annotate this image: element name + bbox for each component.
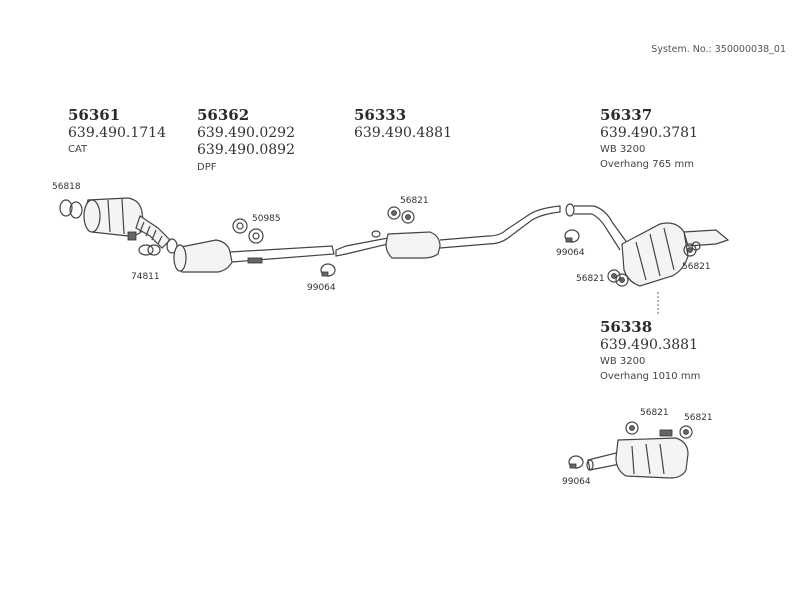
callout-56821: 56821	[400, 196, 429, 206]
hanger-rubbers-56821-c	[683, 243, 697, 257]
catalytic-converter	[59, 197, 171, 249]
part-label-56362: 56362 639.490.0292 639.490.0892 DPF	[197, 106, 295, 175]
hanger-rubbers-56821-d	[625, 421, 639, 435]
oe-number: 639.490.1714	[68, 124, 166, 141]
part-label-56337: 56337 639.490.3781 WB 3200 Overhang 765 …	[600, 106, 698, 172]
part-note: Overhang 765 mm	[600, 159, 694, 171]
system-number: System. No.: 350000038_01	[651, 44, 786, 55]
part-number: 56362	[197, 106, 250, 124]
oe-number: 639.490.0892	[197, 142, 295, 159]
clamp-99064-b	[564, 229, 580, 243]
callout-56818: 56818	[52, 182, 81, 192]
part-note: CAT	[68, 144, 88, 156]
oe-number: 639.490.4881	[354, 124, 452, 141]
part-label-56338: 56338 639.490.3881 WB 3200 Overhang 1010…	[600, 318, 700, 384]
callout-99064: 99064	[562, 477, 591, 487]
part-label-56361: 56361 639.490.1714 CAT	[68, 106, 166, 157]
rear-silencer-56337	[565, 203, 730, 287]
callout-50985: 50985	[252, 214, 281, 224]
clamp-99064-c	[568, 455, 584, 469]
diesel-particulate-filter	[166, 238, 335, 273]
hanger-rubbers-56821-a	[387, 206, 415, 224]
hanger-rubbers-56821-e	[679, 425, 693, 439]
hanger-rubbers-56821-b	[607, 269, 629, 287]
oe-number: 639.490.3881	[600, 336, 698, 353]
part-note: WB 3200	[600, 144, 646, 156]
clamp-99064-a	[320, 263, 336, 277]
part-note: WB 3200	[600, 356, 646, 368]
part-note: DPF	[197, 161, 217, 173]
clamp-74811	[138, 244, 161, 256]
callout-74811: 74811	[131, 272, 160, 282]
rear-silencer-56338	[586, 429, 689, 479]
oe-number: 639.490.3781	[600, 124, 698, 141]
part-number: 56337	[600, 106, 653, 124]
part-label-56333: 56333 639.490.4881	[354, 106, 452, 142]
hanger-rubbers-50985	[232, 218, 264, 244]
callout-99064: 99064	[556, 248, 585, 258]
callout-56821: 56821	[640, 408, 669, 418]
middle-silencer	[335, 205, 561, 259]
callout-99064: 99064	[307, 283, 336, 293]
part-number: 56361	[68, 106, 121, 124]
oe-number: 639.490.0292	[197, 124, 295, 141]
callout-56821: 56821	[576, 274, 605, 284]
part-number: 56333	[354, 106, 407, 124]
part-note: Overhang 1010 mm	[600, 371, 701, 383]
part-number: 56338	[600, 318, 653, 336]
callout-56821: 56821	[684, 413, 713, 423]
callout-56821: 56821	[682, 262, 711, 272]
